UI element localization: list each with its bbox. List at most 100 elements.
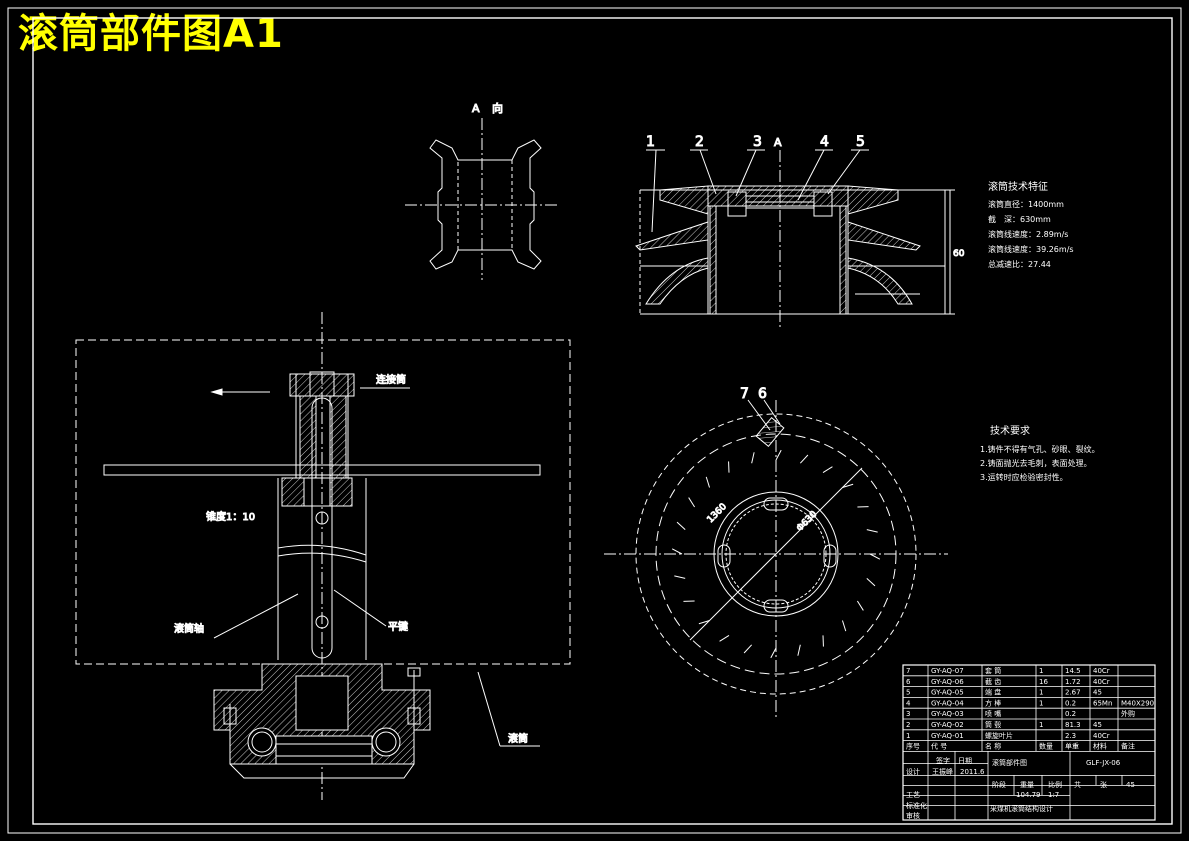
drawing-frame (7, 7, 1182, 834)
bom-cell: 65Mn (1093, 699, 1112, 707)
pick-tooth-mark (705, 476, 711, 488)
pick-tooth-mark (719, 634, 730, 642)
bom-cell: 2.3 (1065, 732, 1076, 740)
balloon-2: 2 (695, 134, 704, 150)
pick-tooth-mark (866, 577, 876, 587)
pick-tooth-mark (842, 483, 854, 489)
pick-tooth-mark (674, 575, 686, 579)
bom-cell: GY-AQ-07 (931, 667, 964, 675)
bom-cell: 1 (906, 732, 910, 740)
pick-tooth-mark (869, 553, 881, 560)
tech-specs: 滚筒技术特征 滚筒直径：1400mm 截 深：630mm 滚筒线速度：2.89m… (988, 180, 1074, 269)
bom-cell: 81.3 (1065, 721, 1081, 729)
bom-cell: GY-AQ-04 (931, 699, 964, 707)
bom-cell: GY-AQ-06 (931, 678, 964, 686)
tb-weight-label: 重量 (1020, 781, 1034, 789)
dim-outer: 1360 (706, 502, 729, 525)
page-title: 滚筒部件图A1 (18, 11, 284, 57)
bom-cell: 2.67 (1065, 689, 1081, 697)
bom-cell: 1 (1039, 689, 1043, 697)
tb-weight: 104.79 (1016, 791, 1041, 799)
pick-tooth-mark (856, 600, 864, 611)
view-a: A 向 (405, 101, 560, 280)
bom-cell: M40X290 (1121, 699, 1154, 707)
section-view: 60 1 2 3 A 4 5 (635, 134, 965, 330)
label-connect: 连接筒 (376, 373, 406, 386)
bom-cell: 40Cr (1093, 678, 1110, 686)
label-drum: 滚筒 (508, 732, 528, 745)
pick-tooth-mark (688, 497, 696, 508)
dim-inner: Φ630 (795, 509, 819, 533)
pick-tooth-mark (822, 466, 833, 474)
pick-tooth-mark (775, 449, 782, 461)
tb-sheet-of: 张 (1100, 780, 1107, 789)
bom-cell: 螺旋叶片 (985, 731, 1013, 740)
bom-cell: 1 (1039, 721, 1043, 729)
bom-cell: 2 (906, 721, 910, 729)
bom-cell: GY-AQ-05 (931, 689, 964, 697)
bom-cell: 3 (906, 710, 910, 718)
bom-cell: 喷 嘴 (985, 709, 1001, 718)
title-block: 签字 日期 滚筒部件图 GLF-JX-06 设计 王振峰 2011.6 阶段 重… (906, 756, 1135, 820)
bom-cell: 方 棒 (985, 698, 1001, 707)
pick-tooth-mark (866, 529, 878, 533)
bom-header-cell: 备注 (1121, 742, 1135, 751)
tb-craft-label: 工艺 (906, 791, 920, 799)
bom-cell: 端 盘 (985, 688, 1001, 697)
pick-tooth-mark (797, 644, 801, 656)
bom-cell: 套 筒 (985, 666, 1001, 675)
tb-school: 采煤机滚筒结构设计 (990, 804, 1053, 813)
pick-tooth-mark (698, 619, 710, 625)
tech-req-line: 2.铸面抛光去毛刺，表面处理。 (980, 458, 1092, 468)
tech-spec-line: 滚筒线速度：39.26m/s (988, 244, 1074, 254)
bom-cell: 6 (906, 678, 911, 686)
bom-cell: 16 (1039, 678, 1048, 686)
tech-spec-line: 截 深：630mm (988, 214, 1051, 224)
bom-cell: 14.5 (1065, 667, 1081, 675)
shaft-view: 连接筒 锥度1：10 滚筒轴 平键 滚筒 (75, 312, 571, 800)
bom-cell: GY-AQ-01 (931, 732, 964, 740)
bom-text: 7 GY-AQ-07 套 筒 1 14.5 40Cr 6 GY-AQ-06 截 齿 16 1.72 4… (906, 666, 1154, 751)
tech-specs-heading: 滚筒技术特征 (988, 180, 1048, 193)
bom-cell: 外购 (1121, 709, 1135, 718)
bom-cell: 0.2 (1065, 710, 1076, 718)
tb-drawing-name: 滚筒部件图 (992, 758, 1027, 767)
tb-sheet-label: 共 (1074, 780, 1081, 789)
tb-scale-label: 比例 (1048, 780, 1062, 789)
pick-tooth-mark (770, 647, 777, 659)
balloon-6: 6 (758, 386, 767, 402)
tb-sheet-no: 45 (1126, 781, 1135, 789)
pick-tooth-mark (743, 644, 753, 654)
tech-req-line: 1.铸件不得有气孔、砂眼、裂纹。 (980, 444, 1100, 454)
section-height-dim: 60 (953, 249, 965, 259)
bom-header-cell: 材料 (1093, 742, 1107, 751)
bom-header-cell: 代 号 (931, 742, 947, 751)
balloon-4: 4 (820, 134, 829, 150)
view-a-label-a: A (472, 102, 480, 115)
tb-stage-label: 阶段 (992, 780, 1006, 789)
tech-req-heading: 技术要求 (990, 424, 1030, 437)
balloon-3: 3 (753, 134, 762, 150)
bom-cell: 1.72 (1065, 678, 1081, 686)
bom-cell: 45 (1093, 721, 1102, 729)
pick-tooth-mark (841, 620, 847, 632)
label-shaft: 滚筒轴 (174, 622, 204, 635)
tb-design-label: 设计 (906, 767, 920, 776)
tb-scale: 1:7 (1048, 791, 1059, 799)
pick-tooth-mark (671, 548, 683, 555)
label-key: 平键 (388, 620, 408, 633)
bom-cell: 筒 毂 (985, 720, 1001, 729)
balloon-7: 7 (740, 386, 749, 402)
bom-cell: 5 (906, 689, 910, 697)
pick-tooth-mark (751, 452, 755, 464)
tb-designer: 王振峰 (932, 767, 953, 776)
balloon-1: 1 (646, 134, 655, 150)
bom-header-cell: 数量 (1039, 742, 1053, 751)
bom-cell: 截 齿 (985, 677, 1001, 686)
section-mark: A (774, 136, 782, 149)
bom-header-cell: 单重 (1065, 742, 1079, 751)
bom-cell: 7 (906, 667, 910, 675)
plan-view: 1360 Φ630 7 6 (604, 386, 948, 720)
bom-cell: 0.2 (1065, 699, 1076, 707)
tb-date-label: 日期 (958, 757, 972, 765)
